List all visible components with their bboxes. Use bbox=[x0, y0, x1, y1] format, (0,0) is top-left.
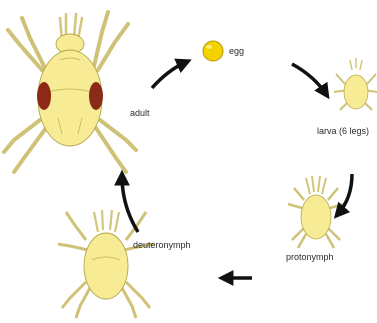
larva-mite-illustration bbox=[334, 58, 377, 110]
label-egg: egg bbox=[229, 46, 244, 56]
adult-mite-illustration bbox=[4, 12, 136, 172]
protonymph-mite-illustration bbox=[288, 176, 344, 248]
label-larva: larva (6 legs) bbox=[317, 126, 369, 136]
arrow-deutonymph-to-adult bbox=[122, 176, 138, 232]
arrow-egg-to-larva bbox=[292, 64, 326, 94]
label-deutonymph: deuteronymph bbox=[133, 240, 191, 250]
egg-illustration bbox=[203, 41, 223, 61]
label-adult: adult bbox=[130, 108, 150, 118]
deutonymph-mite-illustration bbox=[58, 210, 154, 318]
arrow-adult-to-egg bbox=[152, 62, 186, 88]
arrow-larva-to-protonymph bbox=[338, 174, 352, 214]
label-protonymph: protonymph bbox=[286, 252, 334, 262]
